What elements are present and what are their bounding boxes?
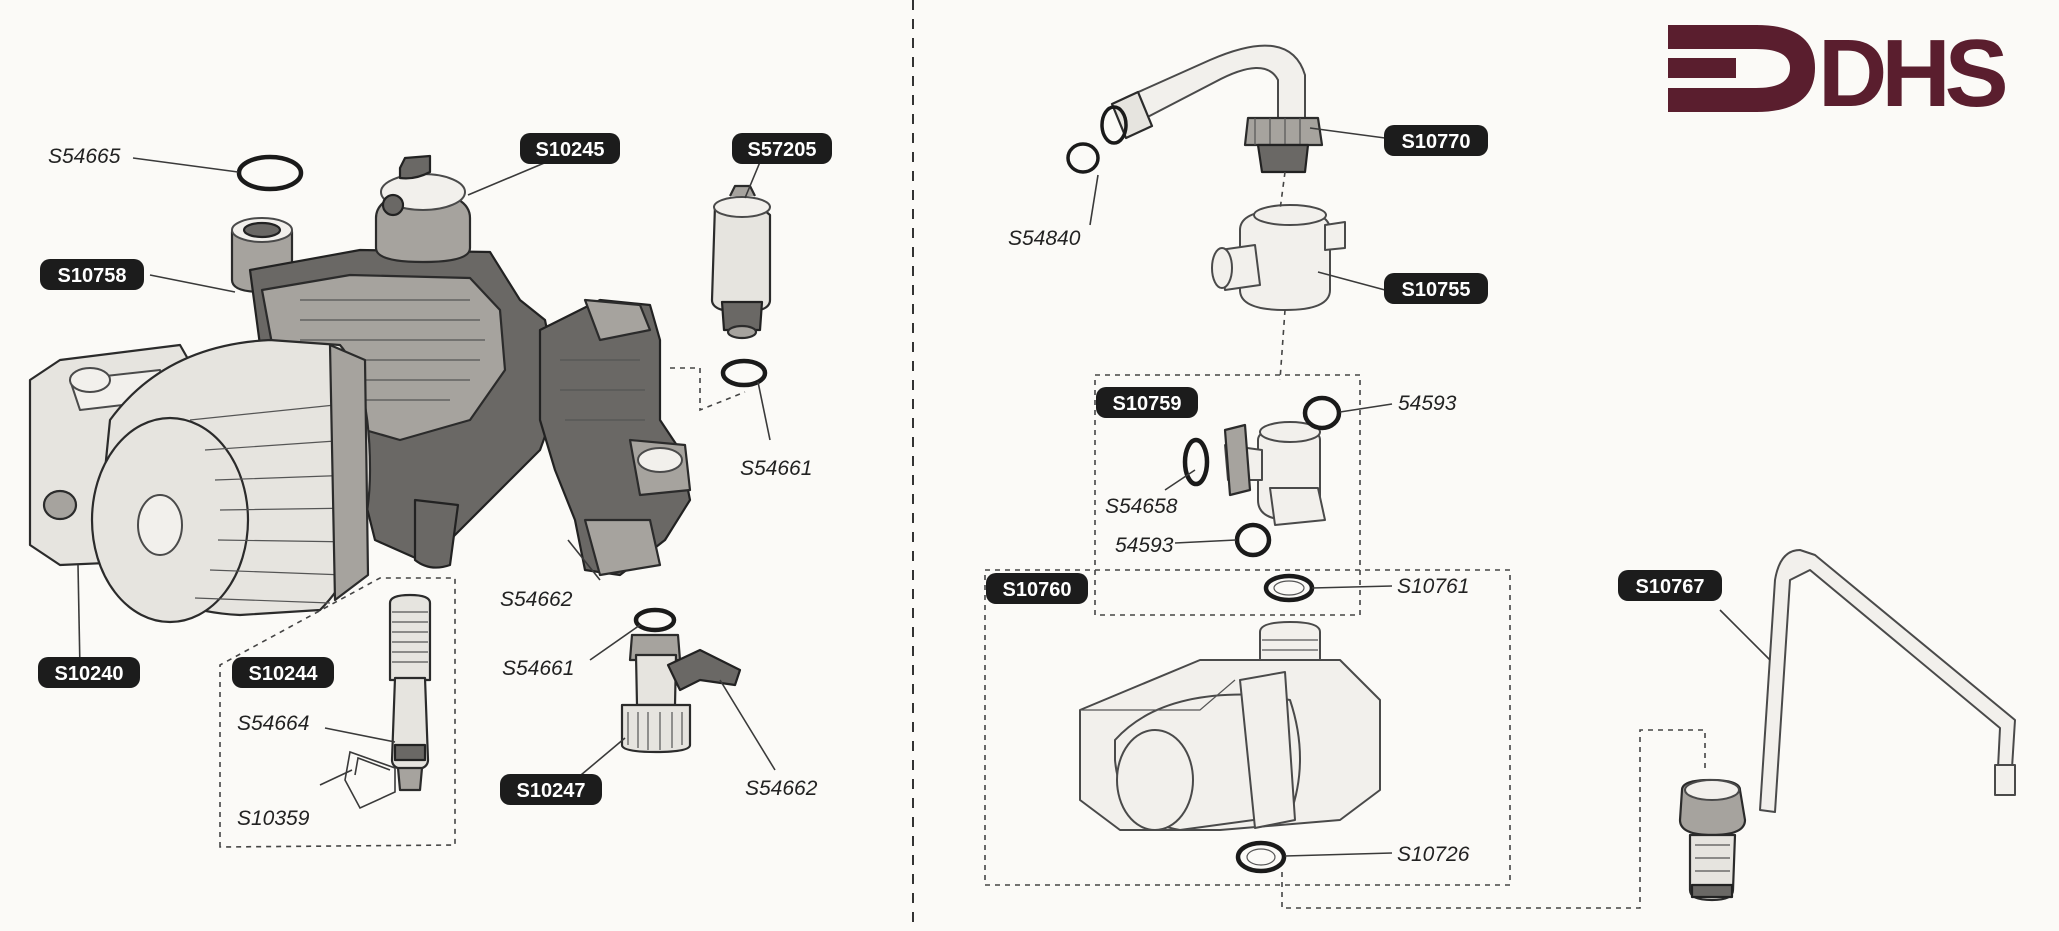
connector-dash-line bbox=[1281, 729, 1706, 909]
label-s54840: S54840 bbox=[1008, 227, 1081, 250]
leader-lines-right bbox=[1089, 127, 1771, 857]
badge-s10244: S10244 bbox=[232, 657, 334, 688]
label-54593-upper: 54593 bbox=[1398, 392, 1457, 415]
svg-text:S10770: S10770 bbox=[1402, 131, 1471, 153]
label-54593-lower: 54593 bbox=[1115, 534, 1174, 557]
pipe-s10770-part bbox=[1066, 44, 1324, 174]
badge-s10240: S10240 bbox=[38, 657, 140, 688]
label-s54662-upper: S54662 bbox=[500, 588, 573, 611]
washer-s10726-part bbox=[1235, 840, 1287, 874]
label-s54662-lower: S54662 bbox=[745, 777, 818, 800]
dhs-logo-text: DHS bbox=[1818, 20, 2006, 127]
svg-text:S10247: S10247 bbox=[517, 780, 586, 802]
svg-text:S10758: S10758 bbox=[58, 265, 127, 287]
o-ring-54593-lower-part bbox=[1234, 522, 1272, 558]
badge-s10760: S10760 bbox=[986, 573, 1088, 604]
badge-s10767: S10767 bbox=[1618, 570, 1722, 601]
diverter-manifold-part bbox=[538, 298, 692, 577]
svg-text:S10245: S10245 bbox=[536, 139, 605, 161]
badge-s10770: S10770 bbox=[1384, 125, 1488, 156]
svg-text:S10759: S10759 bbox=[1113, 393, 1182, 415]
plain-labels: S54665 S54661 S54662 S54664 S10359 S5466… bbox=[48, 145, 1470, 866]
badge-s10759: S10759 bbox=[1096, 387, 1198, 418]
label-s54658: S54658 bbox=[1105, 495, 1178, 518]
plug-s54664-part bbox=[388, 593, 432, 792]
leader-lines-left bbox=[77, 147, 776, 786]
lever-s54662-part bbox=[666, 648, 742, 692]
valve-s10247-part bbox=[620, 633, 692, 754]
pump-motor-part bbox=[28, 338, 372, 624]
clip-s10359-part bbox=[344, 750, 396, 810]
label-s54661-lower: S54661 bbox=[502, 657, 574, 680]
valve-s10759-part bbox=[1223, 421, 1326, 526]
label-s10726: S10726 bbox=[1397, 843, 1470, 866]
o-ring-s54665-part bbox=[236, 154, 304, 192]
badge-s10247: S10247 bbox=[500, 774, 602, 805]
kit-s10760-dashed-box bbox=[984, 569, 1511, 886]
badge-s10758: S10758 bbox=[40, 259, 144, 290]
badge-s10755: S10755 bbox=[1384, 273, 1488, 304]
axis-line-middle bbox=[1279, 309, 1286, 381]
washer-s10761-part bbox=[1263, 573, 1315, 603]
pipe-s10767-part bbox=[1678, 549, 2016, 902]
kit-s10244-dashed-box bbox=[219, 577, 456, 848]
svg-text:S10244: S10244 bbox=[249, 663, 319, 685]
badge-s57205: S57205 bbox=[732, 133, 832, 164]
label-s10761: S10761 bbox=[1397, 575, 1469, 598]
axis-line-upper bbox=[1279, 171, 1286, 211]
pump-s10760-part bbox=[1079, 621, 1381, 831]
label-s54664: S54664 bbox=[237, 712, 309, 735]
o-ring-s54661-upper-part bbox=[720, 358, 768, 388]
label-s54665: S54665 bbox=[48, 145, 121, 168]
label-s54661-upper: S54661 bbox=[740, 457, 812, 480]
label-s10359: S10359 bbox=[237, 807, 310, 830]
svg-text:S10240: S10240 bbox=[55, 663, 124, 685]
kit-s10759-dashed-box bbox=[1094, 374, 1361, 616]
o-ring-s54661-lower-part bbox=[633, 607, 677, 633]
svg-text:S10755: S10755 bbox=[1402, 279, 1471, 301]
sensor-s57205-part bbox=[710, 184, 772, 340]
badge-s10245: S10245 bbox=[520, 133, 620, 164]
dhs-logo: DHS bbox=[1668, 20, 2012, 127]
tee-fitting-s10755-part bbox=[1211, 204, 1346, 311]
svg-text:S10760: S10760 bbox=[1003, 579, 1072, 601]
o-ring-54593-upper-part bbox=[1302, 395, 1342, 431]
svg-text:S57205: S57205 bbox=[748, 139, 817, 161]
badge-labels: S10245 S57205 S10758 S10240 S10244 S1024… bbox=[38, 125, 1722, 805]
svg-text:S10767: S10767 bbox=[1636, 576, 1705, 598]
o-ring-s54658-part bbox=[1182, 437, 1210, 487]
